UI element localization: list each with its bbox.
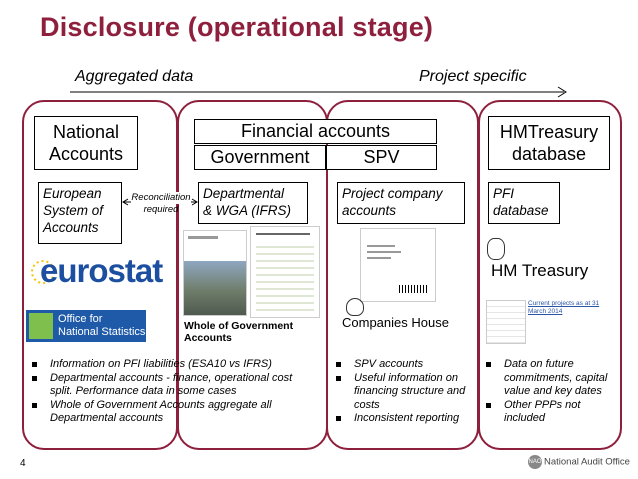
project-company-accounts-box: Project company accounts xyxy=(337,182,465,224)
hm-treasury-text: HM Treasury xyxy=(491,261,589,280)
ons-logo: Office for National Statistics xyxy=(26,310,146,342)
hm-crest-icon xyxy=(487,238,505,260)
ons-line2: National Statistics xyxy=(58,326,146,338)
national-accounts-header: National Accounts xyxy=(34,116,138,170)
national-accounts-line2: Accounts xyxy=(48,144,124,164)
esa-line1: European xyxy=(43,186,102,201)
reconciliation-label: Reconciliation required xyxy=(124,192,198,216)
hm-treasury-logo: HM Treasury xyxy=(483,236,613,286)
bullet-item: Useful information on financing structur… xyxy=(334,372,466,413)
nao-footer-text: National Audit Office xyxy=(544,456,630,468)
project-company-line1: Project company xyxy=(342,186,443,201)
pfi-line2: database xyxy=(493,203,549,218)
wga-cover-thumbnail xyxy=(183,230,247,316)
page-number: 4 xyxy=(20,458,26,469)
wga-page-thumbnail xyxy=(250,226,320,318)
reconciliation-line1: Reconciliation xyxy=(131,192,191,204)
project-company-bullets: SPV accounts Useful information on finan… xyxy=(334,358,466,426)
departmental-wga-box: Departmental & WGA (IFRS) xyxy=(198,182,308,224)
slide-title: Disclosure (operational stage) xyxy=(40,12,434,42)
government-label: Government xyxy=(210,147,310,167)
scope-arrow xyxy=(70,86,567,98)
hm-treasury-header: HMTreasury database xyxy=(488,116,610,170)
nao-icon: NAO xyxy=(528,455,542,469)
esa-line2: System of xyxy=(43,203,104,218)
crest-icon xyxy=(346,298,364,316)
hm-treasury-line1: HMTreasury xyxy=(499,122,599,142)
ons-line1: Office for xyxy=(58,313,103,325)
departmental-line2: & WGA (IFRS) xyxy=(203,203,291,218)
financial-accounts-bullets: Information on PFI liabilities (ESA10 vs… xyxy=(30,358,315,426)
european-system-of-accounts-box: European System of Accounts xyxy=(38,182,122,244)
financial-accounts-label: Financial accounts xyxy=(240,121,391,141)
spv-label: SPV xyxy=(363,147,400,167)
project-company-line2: accounts xyxy=(342,203,397,218)
hm-treasury-bullets: Data on future commitments, capital valu… xyxy=(484,358,616,426)
bullet-item: Whole of Government Accounts aggregate a… xyxy=(30,399,315,426)
eurostat-star-icon xyxy=(31,260,55,284)
financial-accounts-header: Financial accounts xyxy=(194,119,437,144)
wga-caption-line1: Whole of Government xyxy=(184,320,294,332)
bullet-item: Other PPPs not included xyxy=(484,399,616,426)
eurostat-text: eurostat xyxy=(40,252,163,289)
companies-house-logo: Companies House xyxy=(338,298,458,332)
eurostat-logo: eurostat xyxy=(30,250,163,292)
reconciliation-line2: required xyxy=(143,204,179,215)
national-accounts-line1: National xyxy=(52,122,120,142)
pfi-current-projects-link[interactable]: Current projects as at 31 March 2014 xyxy=(528,300,600,315)
wga-caption: Whole of Government Accounts xyxy=(184,320,293,344)
spv-header: SPV xyxy=(326,145,437,170)
esa-line3: Accounts xyxy=(43,220,99,235)
company-accounts-thumbnail xyxy=(360,228,436,302)
pfi-database-box: PFI database xyxy=(488,182,560,224)
wga-caption-line2: Accounts xyxy=(184,332,232,344)
pfi-spreadsheet-thumbnail xyxy=(486,300,526,344)
bullet-item: Information on PFI liabilities (ESA10 vs… xyxy=(30,358,315,372)
pfi-line1: PFI xyxy=(493,186,515,201)
hm-treasury-line2: database xyxy=(511,144,587,164)
departmental-line1: Departmental xyxy=(203,186,285,201)
companies-house-text: Companies House xyxy=(342,315,449,330)
bullet-item: Data on future commitments, capital valu… xyxy=(484,358,616,399)
project-specific-label: Project specific xyxy=(419,68,527,85)
aggregated-data-label: Aggregated data xyxy=(75,68,194,85)
bullet-item: SPV accounts xyxy=(334,358,466,372)
bullet-item: Departmental accounts - finance, operati… xyxy=(30,372,315,399)
bullet-item: Inconsistent reporting xyxy=(334,412,466,426)
ons-icon xyxy=(29,313,53,339)
government-header: Government xyxy=(194,145,326,170)
